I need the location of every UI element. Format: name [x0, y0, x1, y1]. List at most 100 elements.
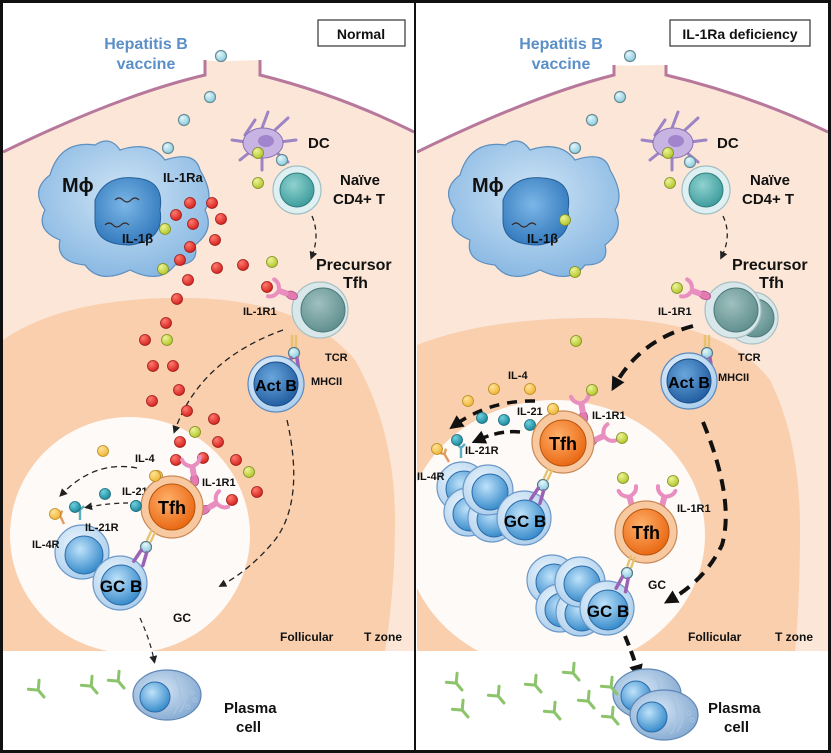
condition-label-box	[669, 19, 811, 47]
gcb-label: GC B	[504, 512, 547, 531]
condition-label: Normal	[337, 26, 385, 42]
precursor-tfh-nucleus	[713, 287, 759, 333]
il21r-label: IL-21R	[465, 445, 499, 457]
il1b-cytokine	[159, 223, 171, 235]
vaccine-antigen	[161, 141, 175, 155]
il4-cytokine	[149, 470, 161, 482]
precursor-label: Precursor	[732, 257, 808, 274]
gcb-label: GC B	[100, 577, 143, 596]
tfh-label: Tfh	[158, 498, 186, 518]
il1b-cytokine	[667, 475, 679, 487]
differentiation-arrow	[309, 215, 318, 260]
il1r1-label: IL-1R1	[658, 306, 692, 318]
condition-label: IL-1Ra deficiency	[682, 26, 797, 42]
il1b-cytokine	[617, 472, 629, 484]
plasma-area	[3, 651, 414, 750]
gc-label: GC	[173, 611, 191, 625]
precursor-tfh-nucleus	[300, 287, 346, 333]
il21-arrow	[84, 502, 129, 511]
vaccine-label: Hepatitis B	[104, 36, 188, 53]
il4-cytokine	[97, 445, 109, 457]
antibody-icon	[450, 698, 475, 723]
tzone-label: T zone	[775, 630, 813, 644]
panel-normal	[3, 3, 414, 750]
il1b-cytokine	[616, 432, 628, 444]
vaccine-antigen	[203, 90, 217, 104]
gc-b-cluster	[436, 461, 552, 546]
precursor-label: Precursor	[316, 257, 392, 274]
mhcii-label: MHCII	[311, 376, 342, 388]
il21-cytokine	[99, 488, 111, 500]
antigen-presented	[275, 153, 289, 167]
il21-cytokine	[476, 412, 488, 424]
tfh-nucleus	[148, 483, 196, 531]
il4-cytokine	[488, 383, 500, 395]
antibody-icon	[79, 674, 104, 699]
il1ra-cytokine	[261, 281, 273, 293]
il21-label: IL-21	[122, 486, 148, 498]
gc-b-nucleus	[100, 564, 142, 606]
il4-cytokine	[547, 403, 559, 415]
il21-cytokine	[498, 414, 510, 426]
tfh2-label: Tfh	[632, 523, 660, 543]
enhanced-migration-arrow	[663, 421, 728, 604]
normal-content: Normal Hepatitis B vaccine Mϕ IL-1Ra IL-…	[26, 19, 406, 736]
il1b-cytokine	[252, 147, 264, 159]
follicular-label: Follicular	[688, 630, 742, 644]
il1r1-label: IL-1R1	[243, 306, 277, 318]
il4-cytokine	[462, 395, 474, 407]
tcr-label: TCR	[738, 352, 761, 364]
dna-icon	[104, 197, 140, 228]
migration-arrow	[218, 419, 295, 587]
activated-b-nucleus	[666, 358, 712, 404]
germinal-center	[417, 400, 705, 651]
il1b-label: IL-1β	[527, 231, 558, 246]
plasma-label-2: cell	[236, 719, 261, 736]
gc-b-cluster-2	[526, 554, 635, 637]
gc-b-nucleus	[64, 535, 104, 575]
vaccine-label-2: vaccine	[532, 56, 591, 73]
dc-label: DC	[717, 135, 739, 152]
tfh-nucleus	[539, 419, 587, 467]
antibody-icon	[26, 678, 51, 703]
naive-label-2: CD4+ T	[742, 191, 794, 208]
il4-label: IL-4	[508, 370, 528, 382]
mhcii-label: MHCII	[718, 372, 749, 384]
antibody-icon	[576, 689, 601, 714]
vaccine-antigen	[623, 49, 637, 63]
il21-cytokine	[524, 419, 536, 431]
precursor-label-2: Tfh	[759, 275, 784, 292]
vaccine-antigen	[613, 90, 627, 104]
il4-cytokine	[49, 508, 61, 520]
naive-label-2: CD4+ T	[333, 191, 385, 208]
plasma-label-2: cell	[724, 719, 749, 736]
gc-label: GC	[648, 578, 666, 592]
activated-b-nucleus	[253, 361, 299, 407]
actb-label: Act B	[668, 375, 710, 392]
enhanced-differentiation-arrow	[623, 635, 643, 679]
macrophage-nucleus	[94, 177, 162, 246]
condition-label-box	[317, 19, 406, 47]
lymph-node-membrane	[3, 60, 414, 154]
plasma-cell-2	[629, 689, 699, 741]
il1b-label: IL-1β	[122, 231, 153, 246]
antibody-cloud	[444, 661, 625, 730]
il1b-cytokine	[664, 177, 676, 189]
il1b-cytokine	[662, 147, 674, 159]
deficiency-content: IL-1Ra deficiency Hepatitis B vaccine Mϕ…	[417, 19, 813, 741]
plasma-cell	[132, 669, 202, 721]
vaccine-antigen	[214, 49, 228, 63]
antibody-icon	[444, 671, 469, 696]
plasma-label: Plasma	[224, 700, 277, 717]
tfh-il1r1-label: IL-1R1	[202, 477, 236, 489]
il4-label: IL-4	[135, 453, 155, 465]
antibody-icon	[542, 700, 567, 725]
follicular-label: Follicular	[280, 630, 334, 644]
il21r-label: IL-21R	[85, 522, 119, 534]
il21-label: IL-21	[517, 406, 543, 418]
il1b-cytokine	[586, 384, 598, 396]
il4-cytokine	[524, 383, 536, 395]
il4r-label: IL-4R	[32, 539, 60, 551]
